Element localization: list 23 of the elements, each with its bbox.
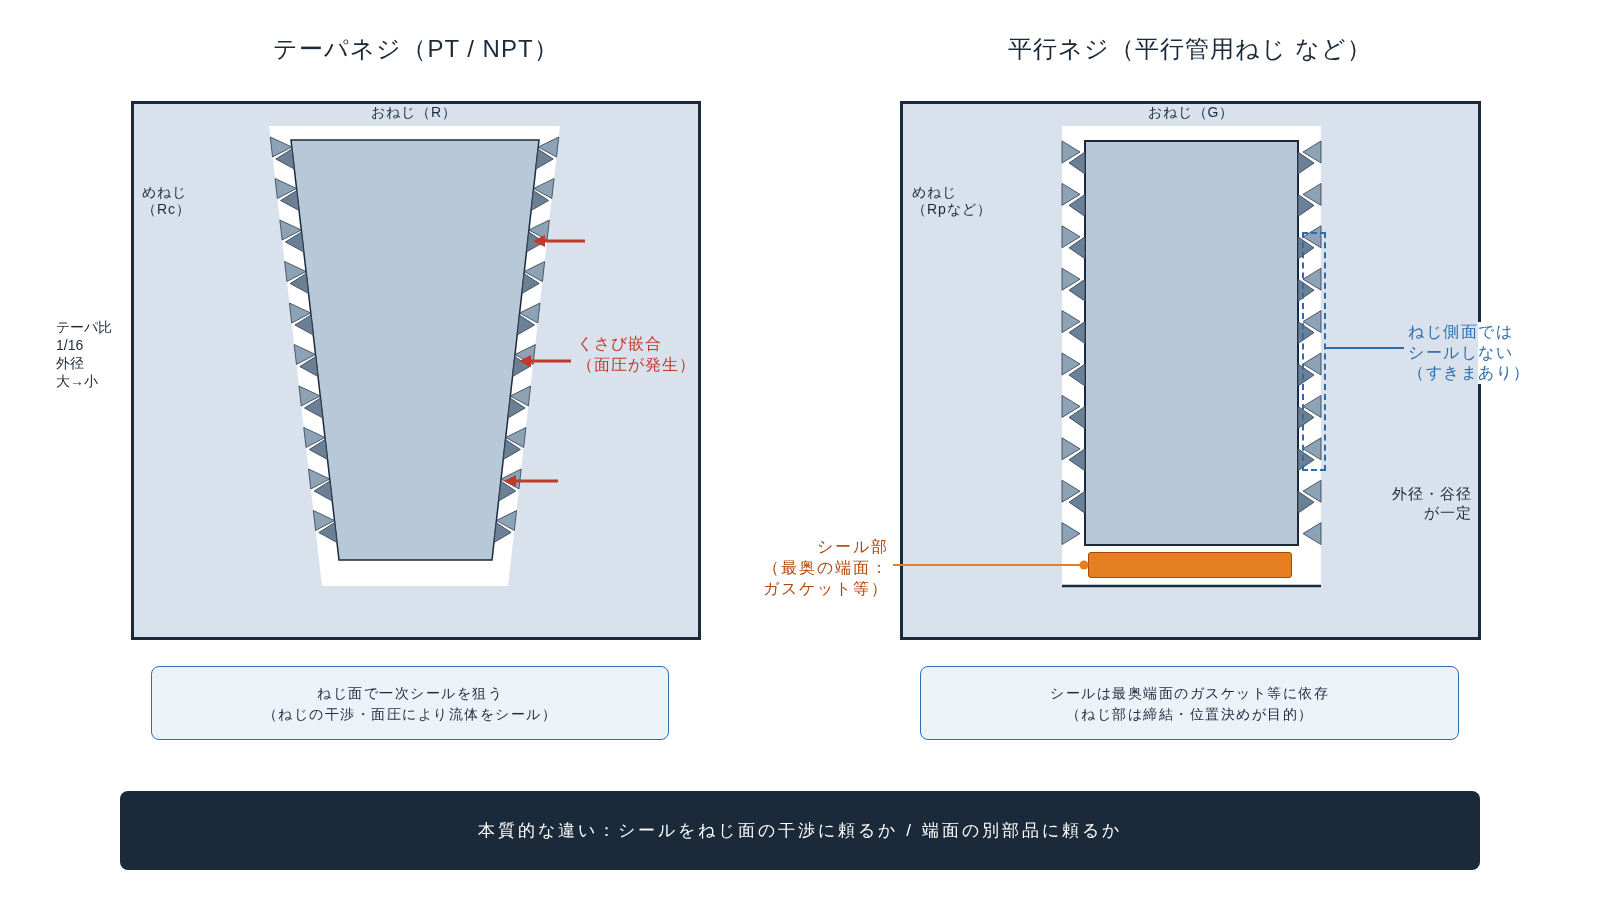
dashed-frame bbox=[1302, 232, 1326, 471]
callout-text: くさび嵌合（面圧が発生） bbox=[577, 334, 697, 375]
part-label: おねじ（R） bbox=[370, 104, 458, 121]
summary-text: シールは最奥端面のガスケット等に依存 bbox=[1050, 683, 1329, 703]
summary-text: ねじ面で一次シールを狙う bbox=[317, 683, 503, 703]
panel-title: テーパネジ（PT / NPT） bbox=[273, 34, 559, 64]
summary-panel bbox=[920, 666, 1459, 740]
part-label: めねじ（Rpなど） bbox=[912, 184, 993, 218]
panel-title: 平行ネジ（平行管用ねじ など） bbox=[1008, 34, 1372, 64]
annotation-text: 外径大→小 bbox=[56, 354, 99, 390]
summary-note: （ねじの干渉・面圧により流体をシール） bbox=[262, 704, 558, 724]
part-label: おねじ（G） bbox=[1147, 104, 1235, 121]
annotation-text: テーパ比 1/16 bbox=[56, 318, 113, 354]
part-label: めねじ（Rc） bbox=[142, 184, 193, 218]
summary-panel bbox=[151, 666, 669, 740]
leader-line bbox=[892, 560, 1089, 570]
conclusion-text: 本質的な違い：シールをねじ面の干渉に頼るか / 端面の別部品に頼るか bbox=[478, 819, 1122, 842]
summary-note: （ねじ部は締結・位置決めが目的） bbox=[1065, 704, 1314, 724]
annotation-text: 外径・谷径が一定 bbox=[1391, 484, 1472, 522]
leader-line bbox=[1325, 347, 1405, 349]
conclusion-banner bbox=[120, 791, 1480, 870]
gasket-bar bbox=[1088, 552, 1292, 578]
callout-text: シール部（最奥の端面：ガスケット等） bbox=[761, 536, 889, 599]
